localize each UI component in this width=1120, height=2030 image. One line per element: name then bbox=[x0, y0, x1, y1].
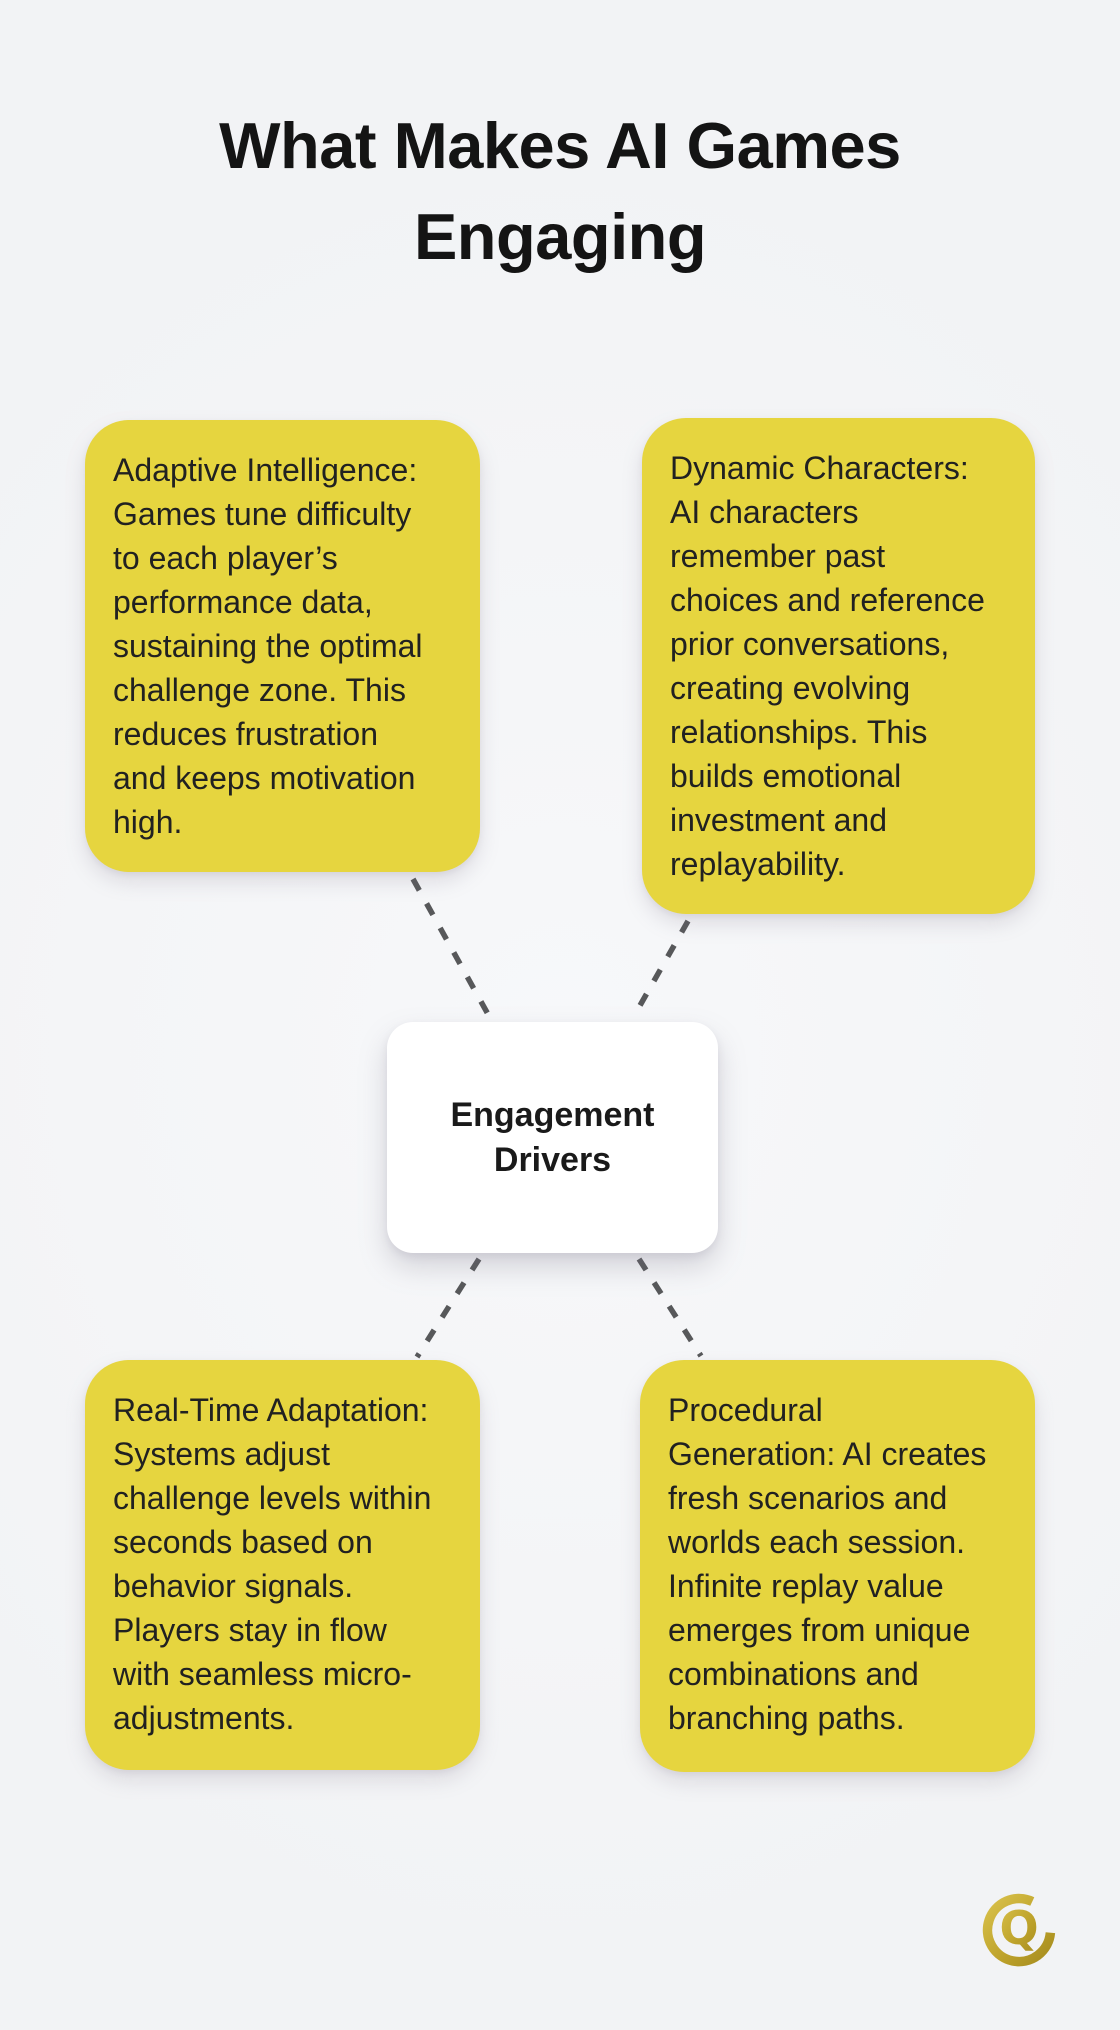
card-real-time-adaptation-text: Real-Time Adaptation: Systems adjust cha… bbox=[113, 1392, 432, 1736]
card-real-time-adaptation: Real-Time Adaptation: Systems adjust cha… bbox=[85, 1360, 480, 1770]
logo-ring-icon bbox=[982, 1893, 1056, 1967]
card-dynamic-characters-text: Dynamic Characters: AI characters rememb… bbox=[670, 450, 985, 882]
logo-letter: Q bbox=[999, 1901, 1038, 1955]
card-procedural-generation-text: Procedural Generation: AI creates fresh … bbox=[668, 1392, 987, 1736]
page-title: What Makes AI Games Engaging bbox=[219, 109, 901, 273]
brand-logo: Q bbox=[969, 1880, 1069, 1980]
card-dynamic-characters: Dynamic Characters: AI characters rememb… bbox=[642, 418, 1035, 914]
connector-top-left bbox=[410, 877, 492, 1018]
connector-bottom-left bbox=[414, 1257, 482, 1359]
connector-top-right bbox=[631, 919, 691, 1018]
card-adaptive-intelligence-text: Adaptive Intelligence: Games tune diffic… bbox=[113, 452, 423, 840]
center-node-label: Engagement Drivers bbox=[450, 1095, 655, 1179]
card-procedural-generation: Procedural Generation: AI creates fresh … bbox=[640, 1360, 1035, 1772]
card-adaptive-intelligence: Adaptive Intelligence: Games tune diffic… bbox=[85, 420, 480, 872]
center-node-engagement-drivers: Engagement Drivers bbox=[387, 1022, 718, 1253]
connector-bottom-right bbox=[636, 1257, 704, 1358]
brand-logo-icon: Q bbox=[982, 1893, 1056, 1967]
